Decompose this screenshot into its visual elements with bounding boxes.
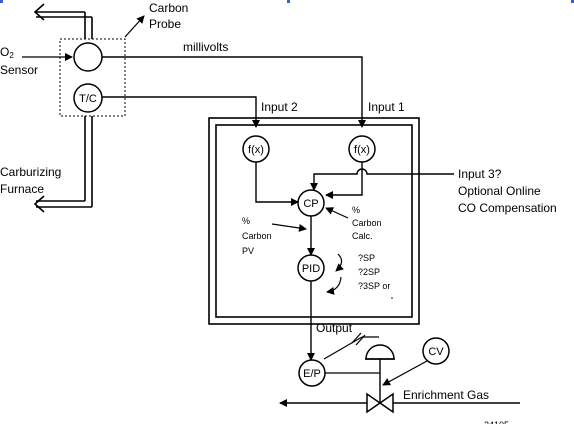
probe-callout-arrow: [124, 15, 145, 38]
arrowhead-top-left: [33, 3, 45, 21]
probe-pipe-bottom: [36, 116, 93, 208]
enrichment-label: Enrichment Gas: [403, 388, 489, 402]
tc-signal-line: [102, 96, 260, 128]
valve-body-left: [366, 392, 382, 414]
pid-label: PID: [302, 263, 320, 275]
valve-actuator-dome: [365, 344, 395, 360]
carbon-calc-line2: Carbon: [352, 218, 382, 228]
carbon-calc-line3: Calc.: [352, 231, 373, 241]
arrowhead-bottom-left: [33, 195, 45, 213]
controller-box-inner: [215, 124, 413, 318]
corner-mark-middle: [287, 0, 290, 3]
ep-label: E/P: [303, 368, 321, 380]
carbon-calc-arrow: [325, 207, 349, 219]
sp1-label: ?SP: [358, 253, 375, 263]
carbon-pv-arrow: [271, 223, 307, 232]
sp-dot: [391, 297, 393, 299]
sp2-label: ?2SP: [358, 267, 380, 277]
fx-left-to-cp-line: [255, 162, 299, 206]
corner-mark-left: [0, 0, 3, 3]
fx-right-to-cp-line: [325, 162, 363, 199]
cv-to-valve-arrow: [382, 360, 428, 386]
o2-label-line1: O2: [0, 45, 14, 60]
input2-label: Input 2: [261, 100, 298, 114]
input3-line1: Input 3?: [458, 167, 502, 181]
probe-pipe-top: [36, 11, 93, 40]
cv-circle: [422, 337, 450, 365]
thermocouple-circle: [73, 83, 103, 113]
tc-label: T/C: [79, 93, 97, 105]
pneumatic-hatch-1: [351, 332, 362, 344]
furnace-label-line2: Furnace: [0, 182, 44, 196]
valve-body-right: [378, 392, 394, 414]
input1-label: Input 1: [368, 100, 405, 114]
pneumatic-line-a: [323, 336, 363, 360]
setpoint-curve-lower: [326, 276, 342, 295]
setpoint-curve-upper: [335, 253, 344, 272]
output-label: Output: [316, 321, 353, 335]
o2-label-line2: Sensor: [0, 63, 38, 77]
carbon-pv-line3: PV: [242, 246, 254, 256]
carbon-pv-line2: Carbon: [242, 231, 272, 241]
figure-number: 24105: [484, 420, 509, 424]
input3-line2: Optional Online: [458, 184, 541, 198]
cv-label: CV: [428, 346, 444, 358]
cp-label: CP: [303, 198, 318, 210]
input3-line3: CO Compensation: [458, 201, 557, 215]
millivolts-label: millivolts: [183, 40, 228, 54]
millivolts-line: [102, 56, 366, 128]
probe-label-line2: Probe: [149, 17, 181, 31]
furnace-label-line1: Carburizing: [0, 165, 61, 179]
probe-label-line1: Carbon: [149, 1, 188, 15]
input3-line: [310, 168, 454, 191]
fx-right-label: f(x): [354, 144, 370, 156]
sp3-label: ?3SP or: [358, 281, 390, 291]
carbon-calc-line1: %: [352, 205, 360, 215]
controller-box-outer: [208, 117, 420, 325]
fx-left-label: f(x): [248, 144, 264, 156]
corner-mark-right: [571, 0, 574, 3]
o2-sensor-circle: [73, 42, 103, 72]
carbon-pv-line1: %: [242, 216, 250, 226]
